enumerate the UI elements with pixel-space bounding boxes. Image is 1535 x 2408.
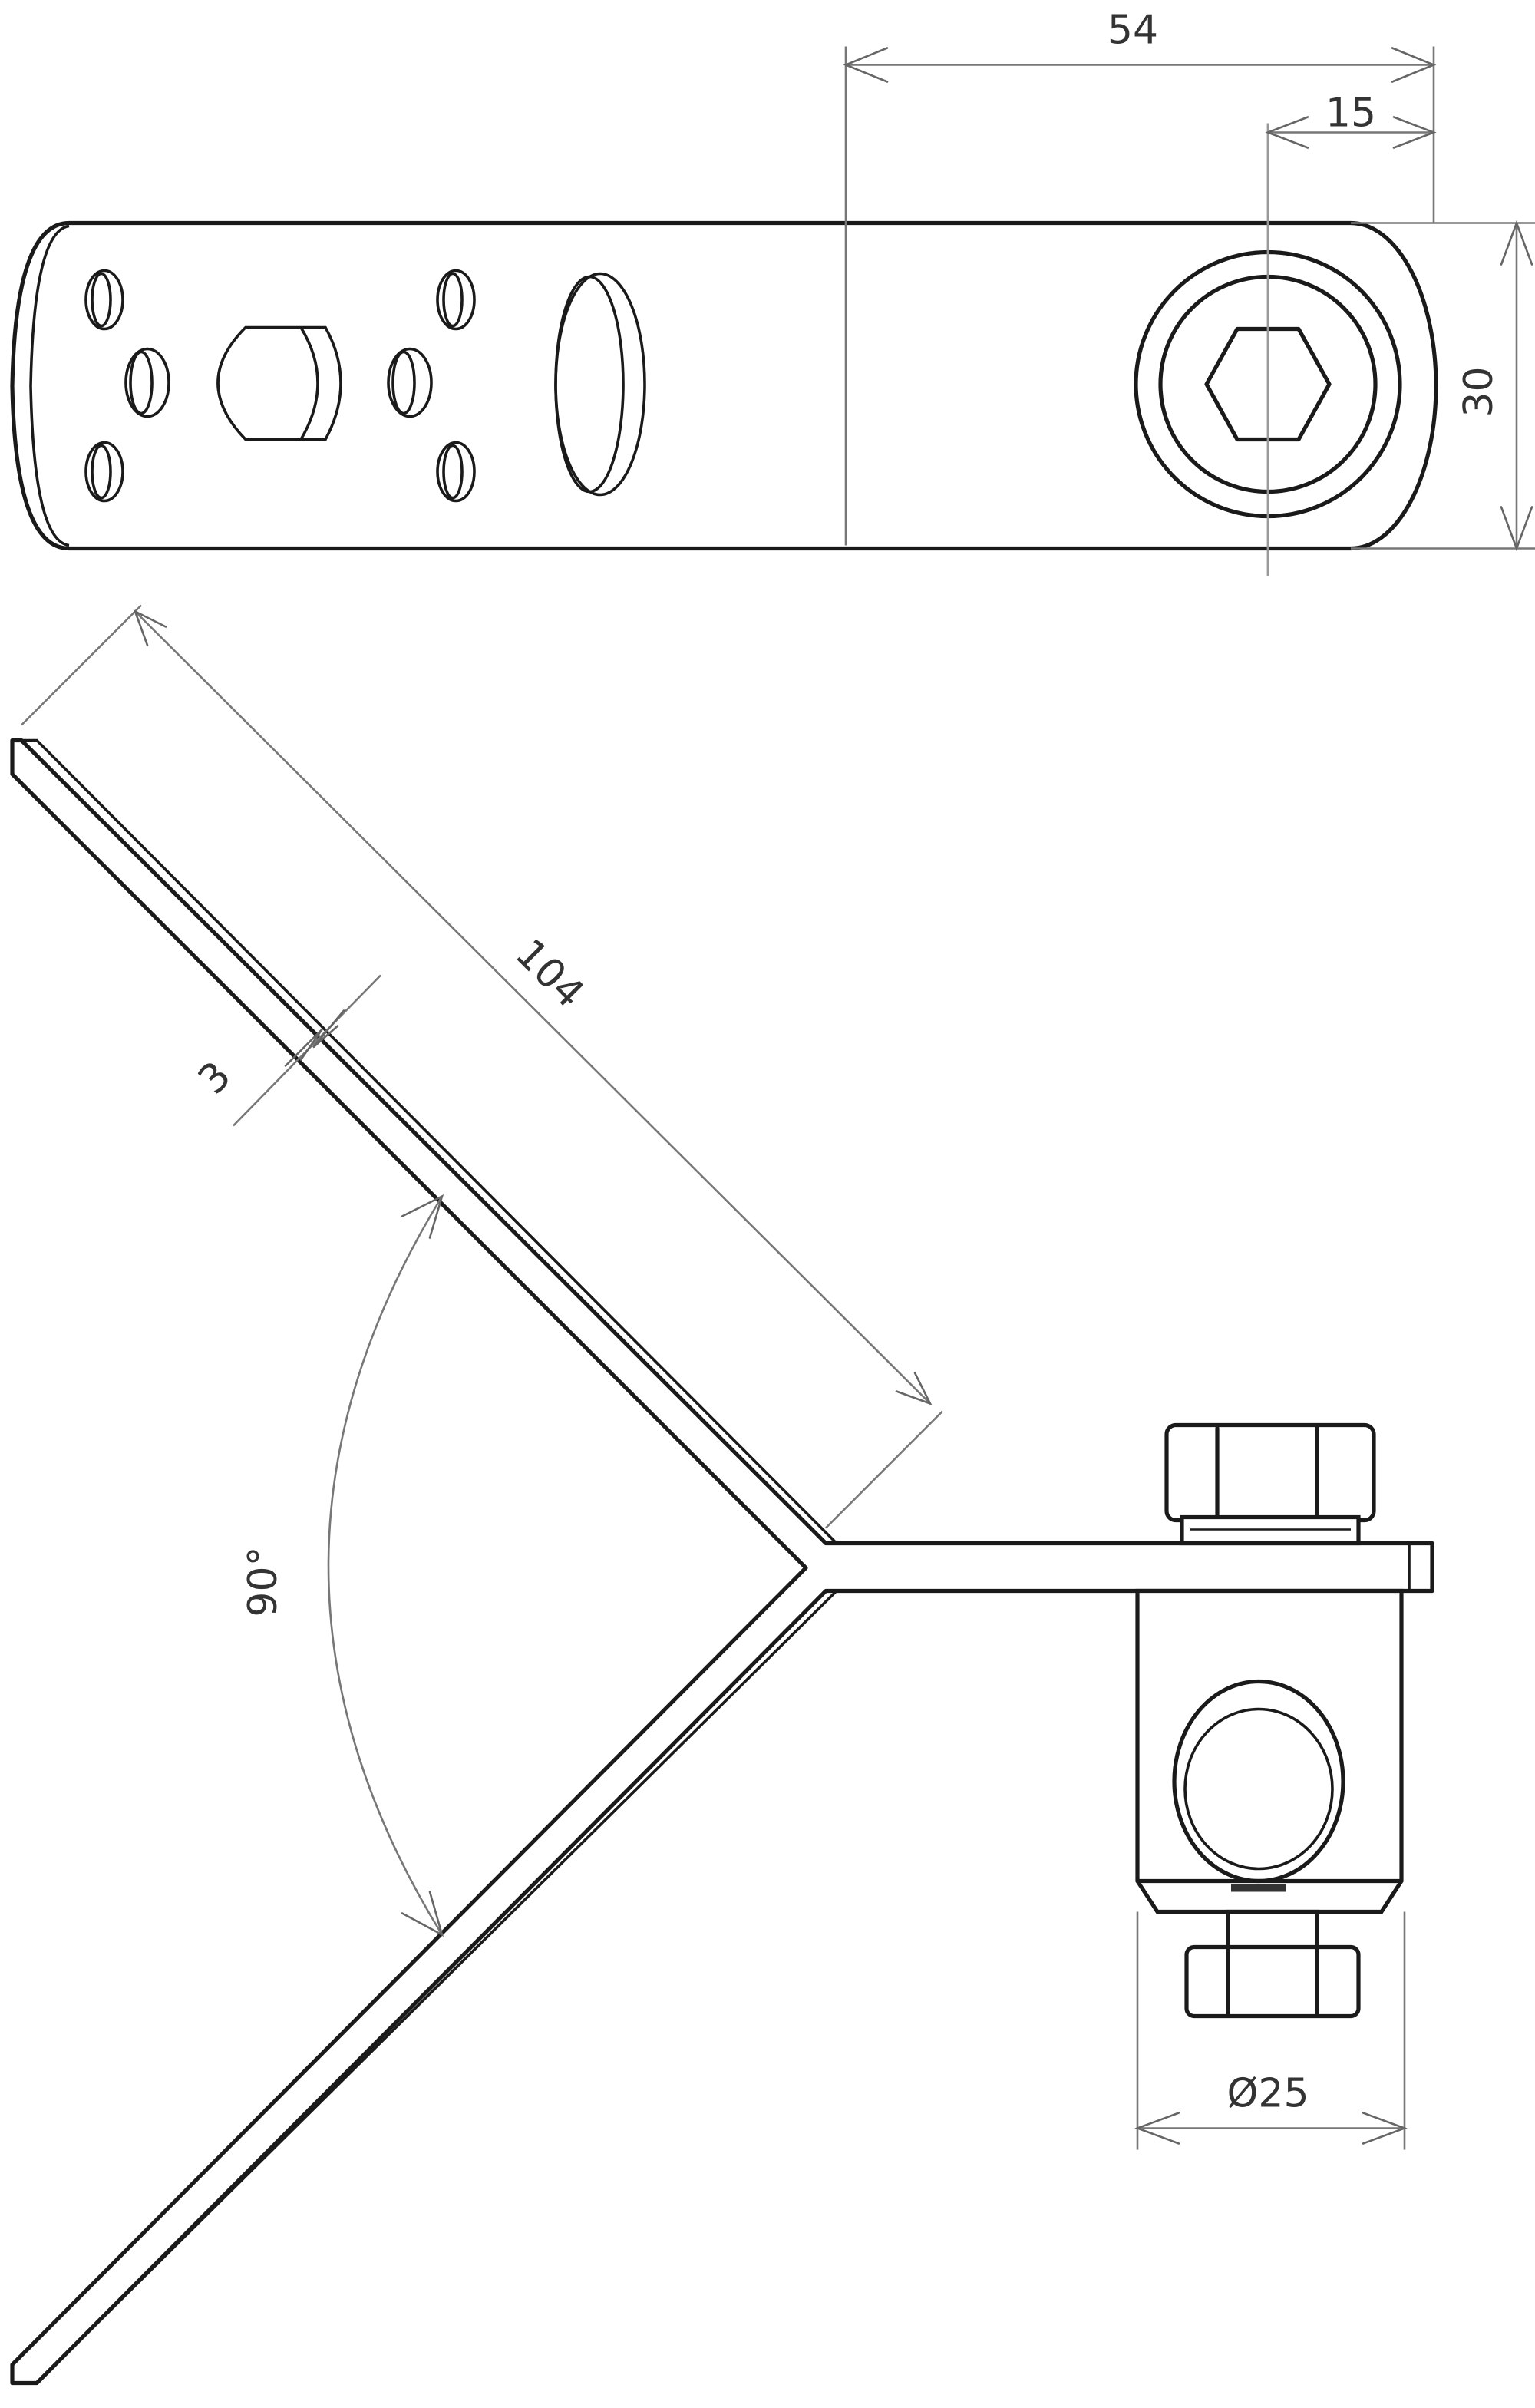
strip-outline xyxy=(10,220,1438,551)
dimension-104: 104 xyxy=(21,604,943,1529)
dim-label-90: 90° xyxy=(240,1546,286,1617)
dimension-30: 30 xyxy=(1351,220,1535,552)
side-view: 104 3 90° Ø25 xyxy=(10,604,1434,2386)
small-holes xyxy=(84,269,476,503)
dimension-15: 15 xyxy=(1265,91,1437,149)
dimension-3: 3 xyxy=(190,974,381,1127)
lower-nut xyxy=(1184,1909,1361,2019)
bolt-top xyxy=(1134,123,1402,576)
dim-label-30: 30 xyxy=(1456,366,1502,417)
dim-label-3: 3 xyxy=(190,1053,240,1104)
top-view: 54 15 30 xyxy=(10,8,1535,576)
dimension-54: 54 xyxy=(843,8,1437,546)
dim-label-25: Ø25 xyxy=(1226,2071,1309,2117)
bent-strip xyxy=(10,738,1434,2386)
dim-label-15: 15 xyxy=(1325,91,1376,137)
dimension-diameter-25: Ø25 xyxy=(1134,1911,1408,2150)
dim-label-104: 104 xyxy=(507,930,593,1017)
dim-label-54: 54 xyxy=(1108,8,1158,54)
dimension-angle-90: 90° xyxy=(240,1194,444,1937)
clamp-body xyxy=(1135,1588,1404,1914)
center-oval-hole xyxy=(216,325,342,441)
strip-edge-curve xyxy=(29,224,70,547)
vertical-slot xyxy=(554,272,646,497)
hex-nut xyxy=(1164,1422,1376,1546)
